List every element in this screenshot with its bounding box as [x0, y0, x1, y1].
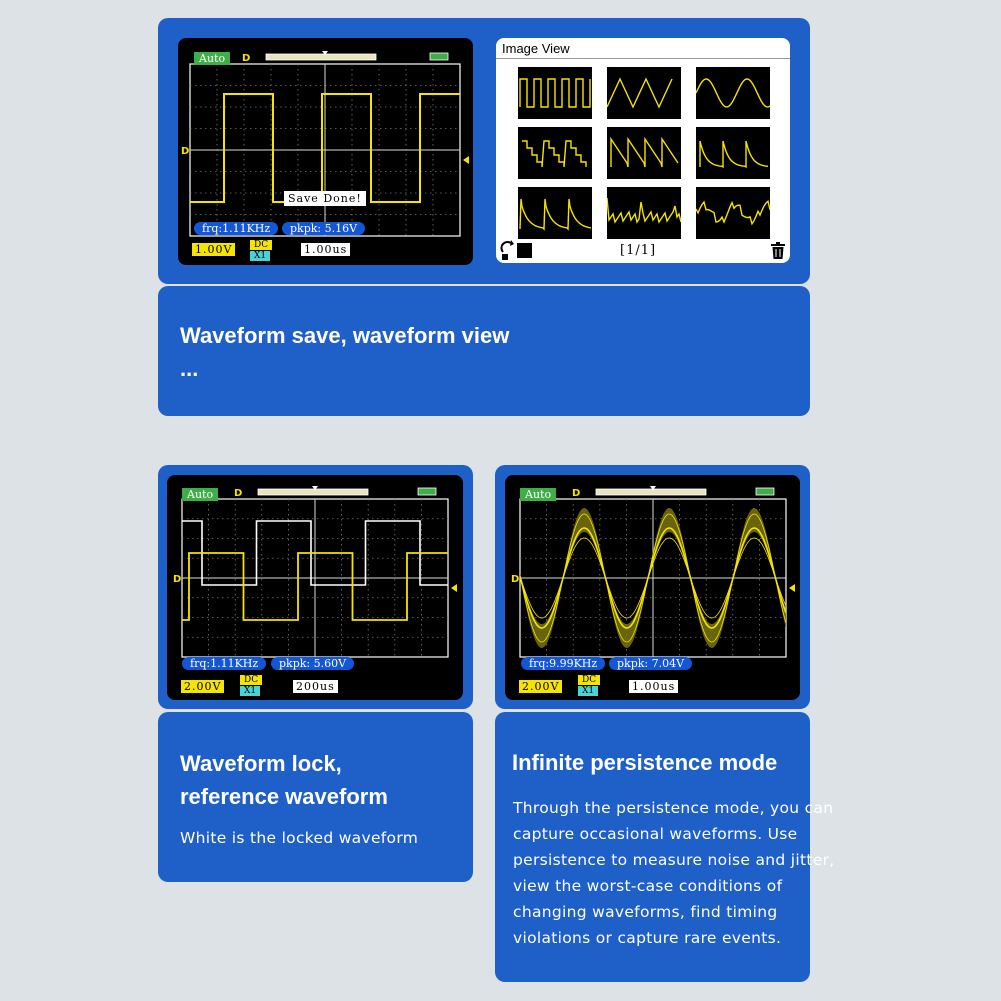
waveform-thumbnail[interactable] — [607, 127, 681, 179]
thumbnail-trace — [519, 198, 592, 231]
slider-handle — [312, 486, 318, 490]
trigger-level-arrow-icon — [789, 584, 795, 592]
feature-description-line: Through the persistence mode, you can — [513, 799, 834, 817]
refresh-icon[interactable] — [500, 238, 532, 260]
page-indicator: [1/1] — [620, 243, 657, 258]
waveform-thumbnail[interactable] — [606, 67, 681, 119]
thumbnail-trace — [695, 78, 771, 108]
persistence-scope-screen: D D Auto frq:9.99KHz pkpk: 7.04V 2.00V DC… — [505, 475, 800, 700]
image-view-title: Image View — [502, 41, 570, 56]
position-slider — [265, 53, 377, 61]
feature-description-line: view the worst-case conditions of — [513, 877, 783, 895]
thumbnail-trace — [610, 136, 679, 168]
image-view-panel: Image View [1/1] — [496, 38, 790, 263]
thumbnail-trace — [695, 199, 771, 226]
trigger-level-arrow-icon — [463, 156, 469, 164]
position-slider — [257, 488, 369, 496]
mode-badge: Auto — [194, 52, 231, 65]
waveform-thumbnail[interactable] — [606, 187, 682, 239]
frequency-readout: frq:1.11KHz — [182, 657, 267, 670]
waveform-thumbnail[interactable] — [518, 187, 592, 239]
channel-marker-icon: D — [173, 574, 181, 585]
feature-description-line: changing waveforms, find timing — [513, 903, 778, 921]
channel-marker-icon: D — [181, 146, 189, 157]
probe-badge: X1 — [578, 686, 599, 696]
mode-badge: Auto — [182, 488, 219, 501]
feature-description-line: persistence to measure noise and jitter, — [513, 851, 835, 869]
battery-icon — [429, 52, 449, 61]
pkpk-readout: pkpk: 5.60V — [271, 657, 355, 670]
save-done-message: Save Done! — [284, 191, 366, 206]
time-div-readout: 1.00us — [629, 680, 679, 693]
thumbnail-trace — [519, 78, 591, 108]
probe-badge: X1 — [250, 251, 271, 261]
top-text-card — [158, 286, 810, 416]
mode-badge: Auto — [520, 488, 557, 501]
waveform-thumbnail[interactable] — [695, 187, 771, 239]
volts-div-readout: 2.00V — [181, 680, 225, 693]
feature-description-line: violations or capture rare events. — [513, 929, 782, 947]
battery-icon — [755, 487, 775, 496]
lock-text-card — [158, 712, 473, 882]
feature-description-line: capture occasional waveforms. Use — [513, 825, 798, 843]
persistence-text-card — [495, 712, 810, 982]
feature-heading-lock: Waveform lock, — [180, 751, 342, 776]
thumbnail-trace — [522, 140, 587, 168]
probe-badge: X1 — [240, 686, 261, 696]
persistence-edge-trace — [519, 513, 787, 643]
waveform-thumbnail[interactable] — [518, 127, 592, 179]
volts-div-readout: 1.00V — [192, 243, 236, 256]
feature-heading-persistence: Infinite persistence mode — [512, 750, 778, 775]
live-waveform-trace — [182, 552, 448, 621]
thumbnail-trace — [699, 140, 769, 169]
feature-heading-reference: reference waveform — [180, 784, 388, 809]
coupling-badge: DC — [578, 675, 601, 685]
waveform-thumbnail[interactable] — [696, 127, 770, 179]
waveform-thumbnail[interactable] — [695, 67, 771, 119]
coupling-badge: DC — [250, 240, 273, 250]
trigger-marker-icon: D — [234, 488, 242, 499]
feature-heading-ellipsis: ... — [180, 356, 199, 381]
slider-handle — [322, 51, 328, 55]
time-div-readout: 200us — [293, 680, 338, 693]
lock-scope-display: DD — [173, 486, 457, 658]
waveform-thumbnail[interactable] — [518, 67, 592, 119]
frequency-readout: frq:1.11KHz — [194, 222, 279, 235]
delete-icon[interactable] — [770, 242, 786, 260]
volts-div-readout: 2.00V — [519, 680, 563, 693]
position-slider — [595, 488, 707, 496]
thumbnail-trace — [606, 77, 673, 109]
frequency-readout: frq:9.99KHz — [521, 657, 606, 670]
feature-heading-save-view: Waveform save, waveform view — [180, 323, 510, 348]
slider-handle — [650, 486, 656, 490]
thumbnail-trace — [606, 197, 682, 224]
coupling-badge: DC — [240, 675, 263, 685]
time-div-readout: 1.00us — [301, 243, 351, 256]
pkpk-readout: pkpk: 7.04V — [609, 657, 693, 670]
feature-description-lock: White is the locked waveform — [180, 829, 419, 847]
waveform-trace — [190, 93, 460, 203]
pkpk-readout: pkpk: 5.16V — [282, 222, 366, 235]
channel-marker-icon: D — [511, 574, 519, 585]
trigger-marker-icon: D — [242, 53, 250, 64]
trigger-level-arrow-icon — [451, 584, 457, 592]
battery-icon — [417, 487, 437, 496]
trigger-marker-icon: D — [572, 488, 580, 499]
top-scope-display: DD — [181, 51, 469, 237]
persistence-edge-trace — [519, 537, 787, 619]
